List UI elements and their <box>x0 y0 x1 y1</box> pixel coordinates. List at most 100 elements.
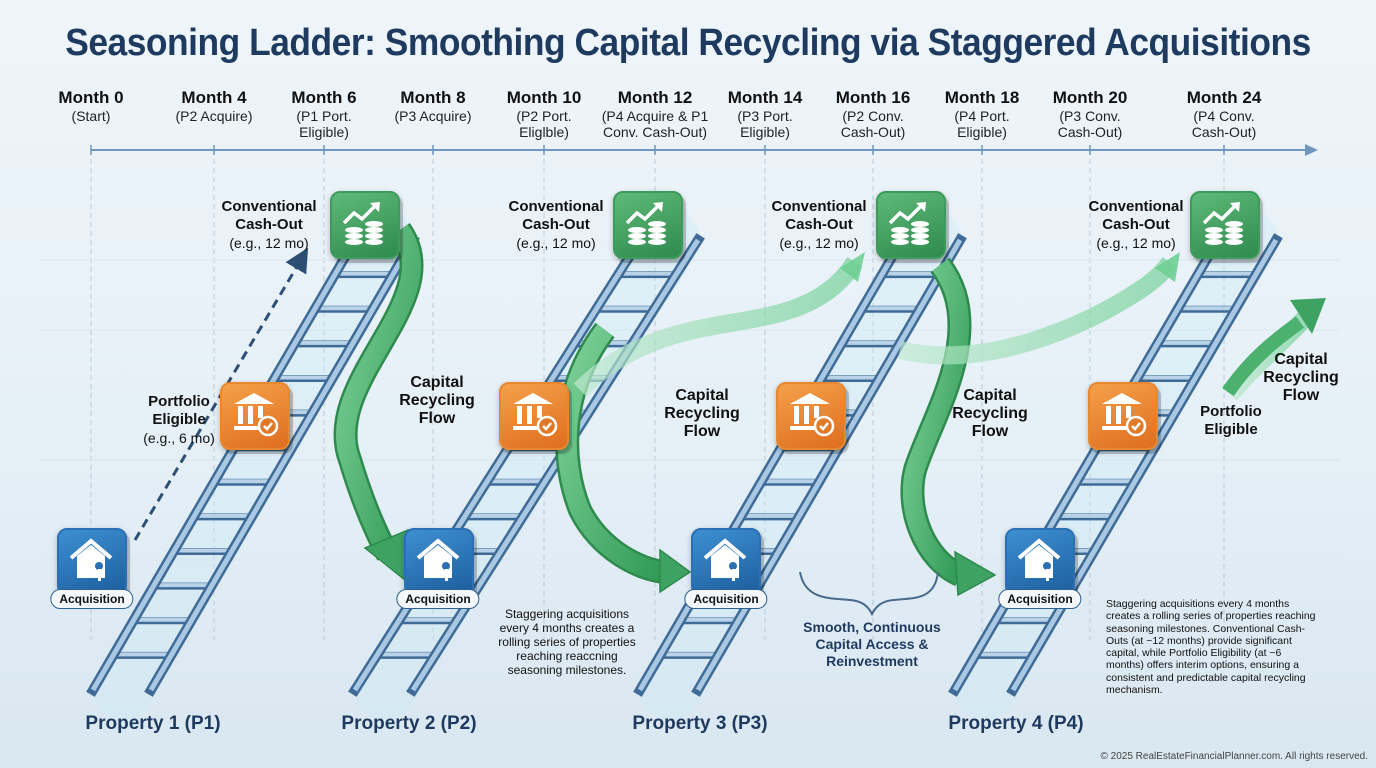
coins-growth-icon <box>340 199 390 252</box>
note-line: consistent and predictable capital recyc… <box>1106 671 1306 684</box>
acquisition-tile-p2 <box>404 528 474 596</box>
copyright: © 2025 RealEstateFinancialPlanner.com. A… <box>1100 751 1368 762</box>
timeline-tick: Month 10(P2 Port.Eliglble) <box>479 88 609 140</box>
tick-subtitle: (P4 Acquire & P1 <box>601 108 709 124</box>
timeline-tick: Month 18(P4 Port.Eligible) <box>917 88 1047 140</box>
tick-subtitle: Cash-Out) <box>840 124 906 140</box>
timeline-tick: Month 8(P3 Acquire) <box>368 88 498 124</box>
house-key-icon <box>414 536 464 589</box>
cashout-callout-p4: Conventional Cash-Out (e.g., 12 mo) <box>1088 198 1184 251</box>
tick-month: Month 8 <box>400 88 466 107</box>
capital-recycling-arrow <box>333 223 424 582</box>
timeline-tick: Month 6(P1 Port.Eligible) <box>259 88 389 140</box>
house-key-icon <box>701 536 751 589</box>
property-label-p3: Property 3 (P3) <box>632 713 768 734</box>
acquisition-badge-p4: Acquisition <box>998 589 1082 609</box>
timeline-tick: Month 4(P2 Acquire) <box>149 88 279 124</box>
coins-growth-icon <box>1200 199 1250 252</box>
tick-month: Month 18 <box>944 88 1020 107</box>
note-line: reaching reaccning <box>516 649 618 663</box>
timeline-tick: Month 24(P4 Conv.Cash-Out) <box>1159 88 1289 140</box>
portfolio-tile-p1 <box>220 382 290 450</box>
bank-check-icon <box>786 390 836 443</box>
tick-subtitle: (P3 Port. <box>737 108 793 124</box>
tick-month: Month 0 <box>58 88 124 107</box>
cashout-tile-p4 <box>1190 191 1260 259</box>
tick-subtitle: (P4 Port. <box>954 108 1010 124</box>
note-line: creates a rolling series of properties r… <box>1106 610 1316 623</box>
cashout-callout-p2: Conventional Cash-Out (e.g., 12 mo) <box>508 198 604 251</box>
property-label-p4: Property 4 (P4) <box>948 713 1084 734</box>
timeline-tick: Month 20(P3 Conv.Cash-Out) <box>1025 88 1155 140</box>
cashout-tile-p3 <box>876 191 946 259</box>
acquisition-badge-p1: Acquisition <box>50 589 134 609</box>
acquisition-badge-p2: Acquisition <box>396 589 480 609</box>
property-label-p2: Property 2 (P2) <box>341 713 477 734</box>
brace <box>799 571 939 617</box>
timeline-tick: Month 16(P2 Conv.Cash-Out) <box>808 88 938 140</box>
timeline-tick: Month 14(P3 Port.Eligible) <box>700 88 830 140</box>
house-key-icon <box>67 536 117 589</box>
tick-subtitle: Conv. Cash-Out) <box>603 124 707 140</box>
tick-subtitle: (P3 Acquire) <box>394 108 472 124</box>
tick-month: Month 24 <box>1186 88 1262 107</box>
ladder <box>86 210 420 720</box>
bank-check-icon <box>1098 390 1148 443</box>
tick-subtitle: (P1 Port. <box>296 108 352 124</box>
note-line: seasoning milestones. <box>507 663 627 677</box>
acquisition-badge-p3: Acquisition <box>684 589 768 609</box>
cashout-tile-p2 <box>613 191 683 259</box>
tick-month: Month 14 <box>727 88 803 107</box>
capital-flow-glow-arrow <box>897 252 1180 365</box>
note-line: every 4 months creates a <box>499 621 635 635</box>
note-line: mechanism. <box>1106 684 1163 697</box>
portfolio-callout-p4: Portfolio Eligible <box>1200 403 1262 438</box>
tick-subtitle: (P2 Port. <box>516 108 572 124</box>
flow-arrows <box>133 223 1326 617</box>
cashout-tile-p1 <box>330 191 400 259</box>
timeline-tick: Month 0(Start) <box>26 88 156 124</box>
acquisition-tile-p3 <box>691 528 761 596</box>
coins-growth-icon <box>623 199 673 252</box>
note-line: Smooth, Continuous <box>803 619 941 635</box>
capital-recycling-arrow <box>900 257 997 597</box>
tick-month: Month 16 <box>835 88 911 107</box>
tick-month: Month 12 <box>617 88 693 107</box>
timeline-axis <box>90 144 1318 156</box>
cashout-callout-p3: Conventional Cash-Out (e.g., 12 mo) <box>771 198 867 251</box>
tick-subtitle: (Start) <box>71 108 111 124</box>
note-line: seasoning milestones. Conventional Cash- <box>1106 622 1306 635</box>
tick-subtitle: Eligible) <box>299 124 349 140</box>
tick-subtitle: Cash-Out) <box>1191 124 1257 140</box>
tick-subtitle: Eliglble) <box>519 124 569 140</box>
capital-recycling-arrow <box>555 322 692 594</box>
note-line: Staggering acquisitions <box>504 607 630 621</box>
tick-month: Month 20 <box>1052 88 1128 107</box>
acquisition-tile-p4 <box>1005 528 1075 596</box>
property-label-p1: Property 1 (P1) <box>85 713 221 734</box>
portfolio-tile-p3 <box>776 382 846 450</box>
page-title: Seasoning Ladder: Smoothing Capital Recy… <box>65 22 1311 64</box>
dashed-progress-arrow <box>133 247 309 541</box>
tick-subtitle: (P2 Acquire) <box>175 108 253 124</box>
note-line: capital, while Portfolio Eligibility (at… <box>1106 647 1282 660</box>
tick-subtitle: Cash-Out) <box>1057 124 1123 140</box>
portfolio-callout-p1: Portfolio Eligible (e.g., 6 mo) <box>143 393 215 446</box>
house-key-icon <box>1015 536 1065 589</box>
bank-check-icon <box>509 390 559 443</box>
tick-month: Month 6 <box>291 88 357 107</box>
coins-growth-icon <box>886 199 936 252</box>
tick-subtitle: (P4 Conv. <box>1193 108 1255 124</box>
capital-flow-glow-arrow <box>573 252 865 397</box>
tick-month: Month 10 <box>506 88 582 107</box>
portfolio-tile-p2 <box>499 382 569 450</box>
tick-month: Month 4 <box>181 88 247 107</box>
tick-subtitle: Eligible) <box>957 124 1007 140</box>
